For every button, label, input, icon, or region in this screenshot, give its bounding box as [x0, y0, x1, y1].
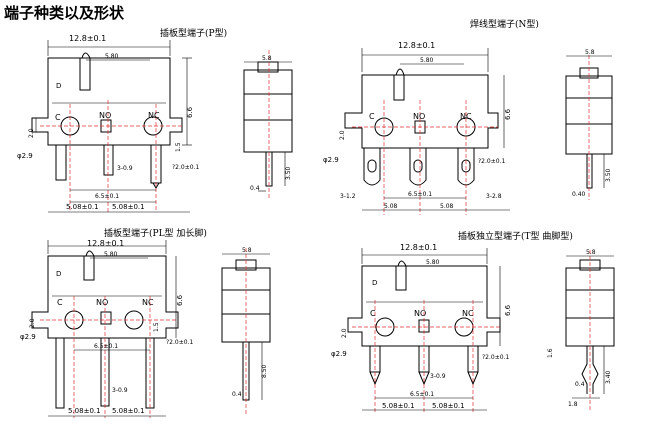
n-side-pin-thick: 0.40	[572, 191, 586, 198]
t-label-nc: NC	[462, 309, 474, 318]
pl-label-nc: NC	[142, 298, 154, 307]
pl-dim-hole: φ2.9	[20, 333, 36, 341]
caption-pl-type: 插板型端子(PL型 加长脚)	[104, 229, 207, 239]
pl-dim-side-h: 1.5	[153, 322, 160, 332]
pl-dim-pin-width: 3-0.9	[112, 387, 128, 394]
page-heading: 端子种类以及形状	[4, 4, 125, 22]
n-dim-pitch-left: 5.08	[384, 203, 398, 210]
n-type-front-view: 12.8±0.1 5.80 6.6 2.0 φ2.9 ?2.0±0.1 3-1.…	[323, 41, 512, 215]
pl-dim-offset: 2.0	[29, 318, 36, 328]
t-side-bend-h: 1.6	[547, 348, 554, 358]
p-dim-offset: 2.0	[28, 128, 35, 138]
p-dim-pitch-right: 5.08±0.1	[112, 203, 145, 211]
p-label-nc: NC	[148, 111, 160, 120]
p-dim-pitch-left: 5.08±0.1	[66, 203, 99, 211]
pl-dim-pitch-right: 5.08±0.1	[112, 407, 145, 415]
pl-type-front-view: 12.8±0.1 5.80 6.6 2.0 φ2.9 1.5 ?2.0±0.1 …	[20, 239, 193, 418]
pl-dim-radius: ?2.0±0.1	[166, 339, 193, 346]
pl-label-no: NO	[96, 298, 108, 307]
p-side-pin-len: 3.50	[285, 166, 292, 180]
pl-label-c: C	[57, 298, 63, 307]
pl-mark: D	[56, 270, 61, 278]
t-side-pin-thick: 0.4	[575, 381, 585, 388]
n-dim-pitch-right: 5.08	[440, 203, 454, 210]
n-dim-hole: φ2.9	[323, 156, 339, 164]
t-dim-inner: 5.80	[426, 259, 440, 266]
p-dim-radius: ?2.0±0.1	[172, 164, 199, 171]
n-dim-radius: ?2.0±0.1	[478, 158, 505, 165]
pl-dim-width: 12.8±0.1	[87, 239, 124, 248]
pl-dim-pitch-mid: 6.5±0.1	[94, 343, 118, 350]
n-dim-slot-right: 3-2.8	[486, 193, 502, 200]
p-dim-hole: φ2.9	[17, 152, 33, 160]
n-dim-pitch-mid: 6.5±0.1	[408, 191, 432, 198]
n-dim-width: 12.8±0.1	[398, 41, 435, 50]
p-dim-inner: 5.80	[105, 53, 119, 60]
t-type-front-view: 12.8±0.1 5.80 6.6 2.0 φ2.9 ?2.0±0.1 6.5±…	[331, 243, 512, 412]
n-label-no: NO	[413, 112, 425, 121]
p-mark: D	[56, 82, 61, 90]
pl-type-side-view: 5.8 0.4 8.50	[221, 247, 271, 416]
t-dim-height: 6.6	[504, 304, 512, 316]
p-dim-width: 12.8±0.1	[69, 34, 106, 43]
t-dim-pitch-left: 5.08±0.1	[382, 402, 415, 410]
t-side-bend-w: 1.8	[568, 401, 578, 408]
t-type-side-view: 5.8 1.6 0.4 3.40 1.8	[547, 249, 615, 410]
t-label-no: NO	[414, 309, 426, 318]
pl-dim-inner: 5.80	[104, 251, 118, 258]
pl-dim-height: 6.6	[176, 294, 184, 306]
n-label-nc: NC	[460, 112, 472, 121]
caption-t-type: 插板独立型端子(T型 曲脚型)	[458, 232, 573, 242]
p-dim-pin-width: 3-0.9	[117, 165, 133, 172]
t-dim-radius: ?2.0±0.1	[482, 354, 509, 361]
pl-side-pin-thick: 0.4	[232, 391, 242, 398]
n-dim-offset: 2.0	[339, 130, 346, 140]
p-side-width: 5.8	[262, 55, 272, 62]
t-dim-pin-width: 3-0.9	[430, 373, 446, 380]
t-dim-pitch-mid: 6.5±0.1	[410, 391, 434, 398]
t-mark: D	[372, 279, 377, 287]
n-label-c: C	[369, 112, 375, 121]
p-side-pin-thick: 0.4	[250, 185, 260, 192]
t-dim-pitch-right: 5.08±0.1	[432, 402, 465, 410]
pl-side-pin-len: 8.50	[261, 364, 268, 378]
p-type-front-view: 12.8±0.1 5.80 6.6 2.0 φ2.9 3-0.9 1.5 ?2.…	[17, 34, 199, 213]
caption-p-type: 插板型端子(P型)	[160, 29, 228, 39]
n-side-pin-len: 3.50	[605, 168, 612, 182]
pl-side-width: 5.8	[242, 247, 252, 254]
t-dim-offset: 2.0	[341, 328, 348, 338]
caption-n-type: 焊线型端子(N型)	[470, 20, 539, 30]
t-dim-hole: φ2.9	[331, 350, 347, 358]
n-type-side-view: 5.8 0.40 3.50	[565, 49, 613, 200]
p-type-side-view: 5.8 0.4 3.50	[243, 50, 293, 200]
t-dim-width: 12.8±0.1	[400, 243, 437, 252]
p-dim-pitch-mid: 6.5±0.1	[95, 193, 119, 200]
n-dim-inner: 5.80	[420, 57, 434, 64]
p-dim-side-h: 1.5	[175, 142, 182, 152]
p-dim-height: 6.6	[186, 106, 194, 118]
n-dim-slot-left: 3-1.2	[340, 193, 356, 200]
p-label-no: NO	[99, 111, 111, 120]
t-side-pin-len: 3.40	[605, 370, 612, 384]
t-side-width: 5.8	[586, 249, 596, 256]
n-dim-height: 6.6	[504, 108, 512, 120]
pl-dim-pitch-left: 5.08±0.1	[68, 407, 101, 415]
n-side-width: 5.8	[585, 49, 595, 56]
p-label-c: C	[55, 113, 61, 122]
t-label-c: C	[370, 309, 376, 318]
